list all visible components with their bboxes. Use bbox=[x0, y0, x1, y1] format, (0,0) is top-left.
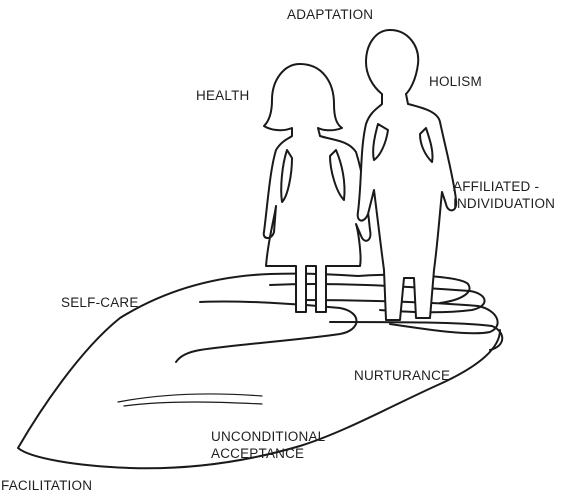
label-adaptation: ADAPTATION bbox=[287, 6, 373, 23]
label-unconditional-line-1: UNCONDITIONAL bbox=[211, 428, 325, 445]
label-unconditional-line-2: ACCEPTANCE bbox=[211, 445, 325, 462]
label-holism: HOLISM bbox=[429, 73, 482, 90]
hand-thumb bbox=[176, 301, 357, 362]
label-affiliated-line-2: INDIVIDUATION bbox=[453, 195, 555, 212]
label-unconditional-acceptance: UNCONDITIONAL ACCEPTANCE bbox=[211, 428, 325, 462]
label-affiliated-individuation: AFFILIATED - INDIVIDUATION bbox=[453, 178, 555, 212]
label-facilitation: FACILITATION bbox=[1, 477, 92, 494]
label-health: HEALTH bbox=[196, 87, 249, 104]
label-affiliated-line-1: AFFILIATED - bbox=[453, 178, 555, 195]
label-self-care: SELF-CARE bbox=[61, 294, 139, 311]
palm-crease-2 bbox=[124, 402, 262, 406]
label-nurturance: NURTURANCE bbox=[354, 367, 450, 384]
palm-crease-1 bbox=[118, 394, 262, 402]
